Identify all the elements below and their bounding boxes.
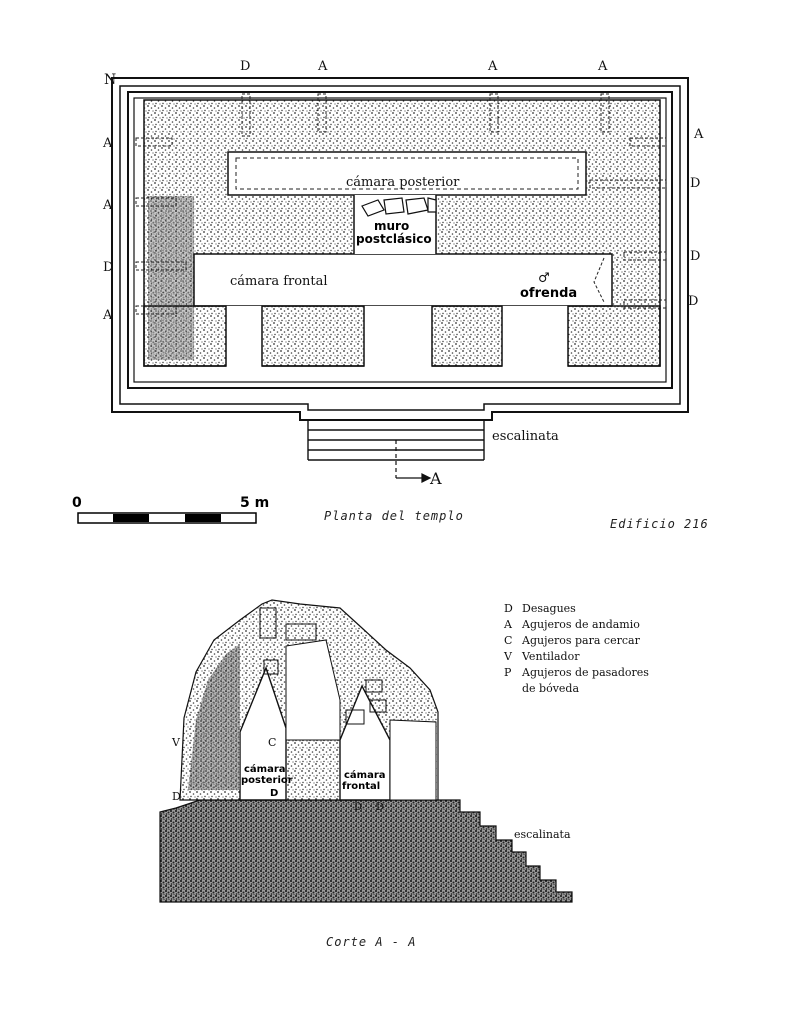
left-label-4: A	[102, 308, 113, 323]
section-d-left-mark: D	[172, 790, 181, 803]
offering-label: ofrenda	[520, 286, 577, 301]
legend-code-1: D	[504, 602, 513, 615]
wall-shadow-left	[148, 196, 194, 360]
temple-base-inner	[133, 97, 667, 383]
postclassic-wall-stones	[361, 197, 437, 217]
right-label-2: D	[690, 176, 700, 191]
postclassic-wall-label-1: muro	[374, 219, 409, 233]
scaffold-holes-sides	[135, 137, 667, 315]
front-chamber-label: cámara frontal	[230, 274, 328, 289]
legend-text-2: Agujeros de andamio	[521, 618, 640, 631]
section-platform	[159, 799, 573, 903]
legend-text-5: Agujeros de pasadores	[521, 666, 649, 679]
section-rear-label-1: cámara	[244, 763, 286, 775]
rear-chamber	[227, 151, 587, 196]
top-label-1: D	[240, 59, 250, 74]
section-stairs-label: escalinata	[514, 828, 571, 841]
section-c-mark: C	[268, 736, 276, 749]
scale-five: 5 m	[240, 495, 269, 511]
top-label-2: A	[317, 59, 328, 74]
temple-base-outer	[127, 91, 673, 389]
scale-bar: 0 5 m	[72, 495, 269, 524]
section-d-mark-3: D	[376, 802, 384, 813]
front-chamber-niche	[593, 257, 605, 303]
rear-chamber-label: cámara posterior	[346, 175, 460, 190]
legend-code-4: V	[503, 650, 513, 663]
left-label-3: D	[103, 260, 113, 275]
right-label-1: A	[693, 127, 704, 142]
legend-text-4: Ventilador	[521, 650, 580, 663]
legend-text-5-cont: de bóveda	[522, 682, 579, 695]
legend-text-1: Desagues	[522, 602, 576, 615]
stairs-label: escalinata	[492, 429, 559, 444]
section-d-mark-2: D	[354, 802, 362, 813]
section-marker	[395, 440, 432, 483]
section-drawing: C cámara posterior D cámara frontal D D …	[159, 599, 573, 903]
scale-zero: 0	[72, 495, 82, 511]
section-caption: Corte A - A	[326, 935, 416, 949]
section-marker-label: A	[429, 469, 442, 488]
front-doorways	[226, 306, 568, 368]
right-label-3: D	[690, 249, 700, 264]
legend-code-3: C	[504, 634, 512, 647]
section-rear-label-2: posterior	[241, 775, 293, 786]
section-d-mark-1: D	[270, 788, 278, 799]
top-label-4: A	[597, 59, 608, 74]
temple-plan: N D A A A A A D A A D D D cámara posteri…	[102, 59, 704, 488]
legend: D Desagues A Agujeros de andamio C Aguje…	[503, 602, 649, 695]
plan-caption: Planta del templo	[324, 509, 464, 523]
left-label-2: A	[102, 198, 113, 213]
front-chamber	[193, 253, 613, 307]
section-v-mark: V	[171, 736, 181, 749]
postclassic-wall-label-2: postclásico	[356, 232, 432, 246]
right-label-4: D	[688, 294, 698, 309]
scaffold-holes-top	[241, 93, 610, 137]
top-label-3: A	[487, 59, 498, 74]
left-label-1: A	[102, 136, 113, 151]
offering-symbol: ♂	[538, 271, 550, 286]
north-label: N	[104, 72, 116, 88]
legend-code-5: P	[504, 666, 512, 679]
section-front-chamber	[339, 684, 391, 801]
front-piers	[143, 305, 661, 367]
legend-code-2: A	[503, 618, 513, 631]
rear-chamber-vault	[235, 157, 579, 190]
legend-text-3: Agujeros para cercar	[521, 634, 641, 647]
section-front-label-1: cámara	[344, 769, 386, 781]
platform-outline-inner	[119, 85, 681, 411]
building-caption: Edificio 216	[610, 517, 709, 531]
section-front-label-2: frontal	[342, 781, 380, 792]
platform-outline-outer	[111, 77, 689, 421]
